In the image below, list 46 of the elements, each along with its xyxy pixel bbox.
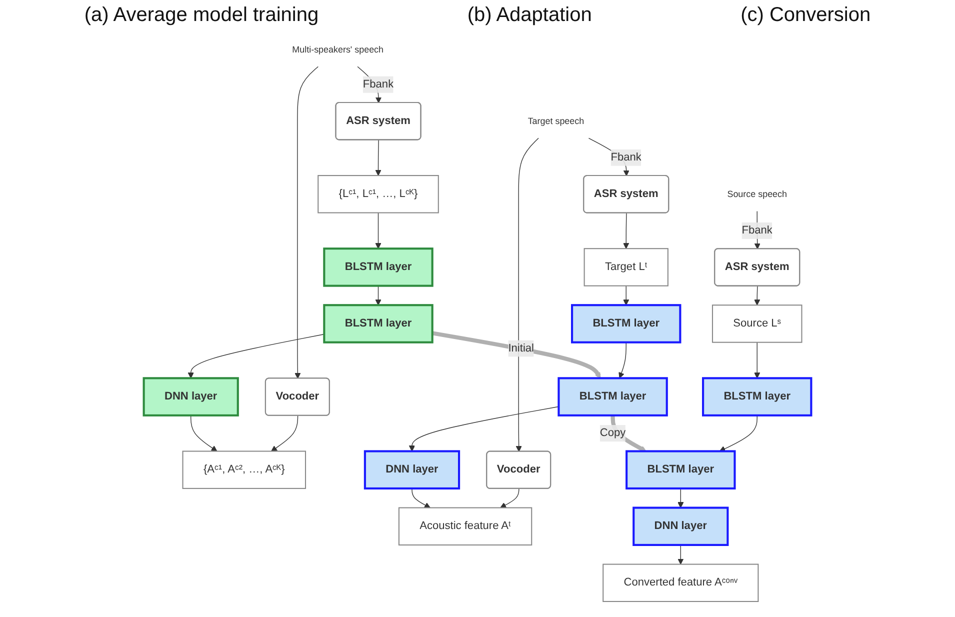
edge-label: Copy — [600, 427, 626, 439]
node-box: DNN layer — [364, 450, 460, 490]
node-box: BLSTM layer — [558, 377, 668, 416]
panel-title: (b) Adaptation — [467, 4, 592, 27]
node-box: BLSTM layer — [323, 304, 434, 344]
arrow — [190, 415, 218, 452]
node-box: DNN layer — [142, 377, 239, 416]
edge-label: Fbank — [742, 224, 772, 236]
node-box: Target Lᵗ — [584, 248, 668, 286]
node-box: Converted feature Aᶜᵒⁿᵛ — [602, 564, 759, 602]
node-box: Source Lˢ — [712, 304, 802, 343]
node-box: {Aᶜ¹, Aᶜ², …, Aᶜᴷ} — [182, 450, 306, 489]
edge-label: Initial — [508, 342, 534, 354]
arrow — [678, 544, 684, 565]
arrow — [375, 212, 382, 249]
edge-label: Fbank — [362, 78, 394, 90]
node-box: {Lᶜ¹, Lᶜ¹, …, Lᶜᴷ} — [318, 175, 439, 214]
arrow — [412, 488, 430, 508]
arrow — [754, 286, 760, 306]
arrow — [294, 66, 318, 379]
arrow — [188, 334, 325, 378]
node-box: BLSTM layer — [323, 248, 434, 287]
arrow — [754, 342, 760, 378]
arrow — [432, 331, 601, 378]
panel-title: (c) Conversion — [740, 4, 871, 27]
node-text: Target speech — [528, 116, 584, 126]
arrow — [375, 285, 382, 306]
arrow — [516, 138, 539, 452]
arrow — [623, 212, 630, 249]
edge-label: Fbank — [610, 151, 642, 164]
node-box: BLSTM layer — [626, 450, 736, 490]
arrow — [678, 488, 684, 508]
node-box: BLSTM layer — [571, 304, 682, 344]
arrow — [408, 406, 560, 452]
arrow — [500, 488, 520, 508]
arrow — [719, 415, 758, 452]
node-box: Acoustic feature Aᵗ — [398, 507, 532, 546]
arrow — [618, 342, 626, 378]
arrow — [271, 415, 298, 452]
node-box: DNN layer — [632, 506, 729, 546]
node-text: Source speech — [727, 188, 788, 200]
arrow — [623, 285, 630, 306]
node-text: Multi-speakers' speech — [292, 44, 384, 55]
arrow — [375, 140, 382, 176]
panel-title: (a) Average model training — [84, 4, 319, 27]
node-box: BLSTM layer — [702, 377, 812, 416]
